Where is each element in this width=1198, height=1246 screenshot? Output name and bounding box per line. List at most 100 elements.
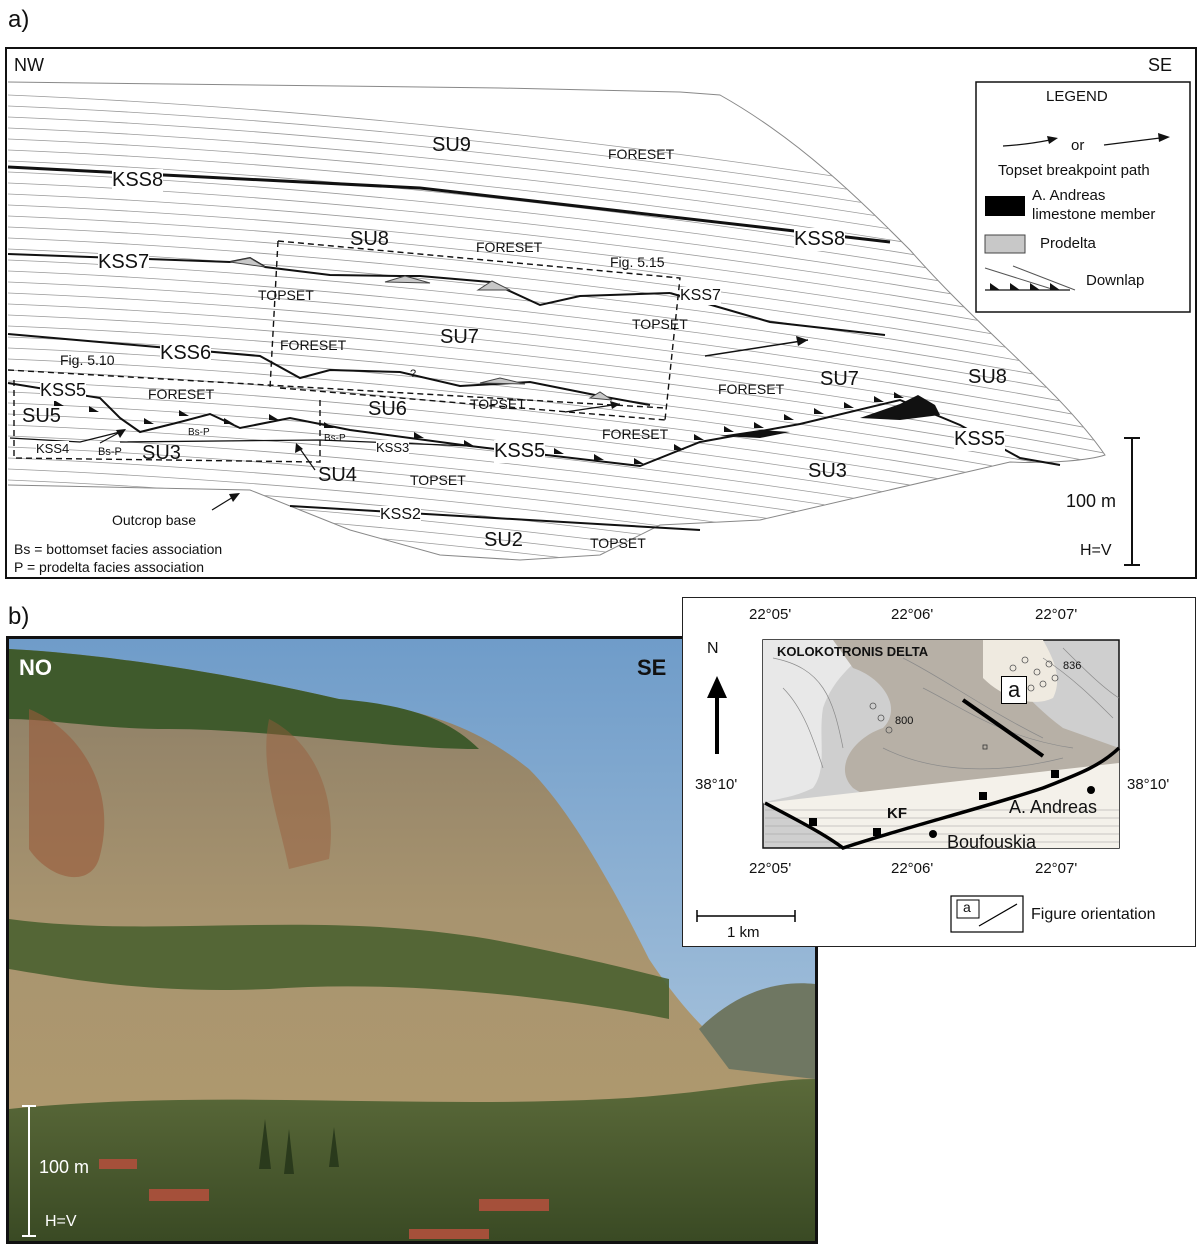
fig-ref-5-10: Fig. 5.10 [60, 352, 115, 368]
section-marker: a [1001, 676, 1028, 704]
facies-topset-su7: TOPSET [632, 316, 688, 332]
facies-topset-su8: TOPSET [258, 287, 314, 303]
surface-kss5-mid: KSS5 [494, 440, 546, 463]
unit-su3: SU3 [142, 442, 181, 464]
unit-su2: SU2 [484, 529, 523, 551]
legend-downlap: Downlap [1086, 272, 1145, 289]
surface-kss2: KSS2 [380, 506, 421, 524]
section-line [961, 698, 1045, 758]
orientation-key-label: Figure orientation [1031, 906, 1156, 923]
unit-su5: SU5 [22, 405, 61, 427]
panel-a-label: a) [8, 6, 30, 33]
town-a-andreas: A. Andreas [1009, 797, 1098, 817]
downlap-marker [894, 392, 904, 398]
scale-ratio: H=V [1080, 542, 1112, 559]
lat-left: 38°10' [695, 776, 738, 793]
photo-scale-bar [22, 1105, 36, 1237]
north-label: N [707, 640, 719, 657]
abbreviation-bs: Bs = bottomset facies association [14, 541, 223, 557]
facies-foreset-su6: FORESET [148, 386, 215, 402]
lon-top-3: 22°07' [1035, 606, 1078, 623]
surface-kss6: KSS6 [160, 342, 212, 365]
prodelta-swatch [984, 234, 1026, 254]
downlap-marker [54, 400, 64, 406]
surface-kss4: KSS4 [36, 441, 70, 456]
unit-su8-right: SU8 [968, 366, 1007, 388]
legend-title: LEGEND [1046, 88, 1108, 105]
downlap-marker [464, 440, 474, 446]
scale-label: 100 m [1066, 491, 1117, 511]
orientation-nw: NW [14, 55, 44, 75]
panel-b-label: b) [8, 603, 30, 630]
unit-su3-right: SU3 [808, 460, 847, 482]
lon-bottom-2: 22°06' [891, 860, 934, 877]
surface-kss5-left: KSS5 [40, 380, 87, 401]
legend-topset-path: Topset breakpoint path [998, 162, 1150, 179]
downlap-marker [844, 402, 854, 408]
downlap-marker [874, 396, 884, 402]
vertical-scale-bar [1124, 437, 1140, 566]
outcrop-photograph: NO SE 100 m H=V [6, 636, 818, 1244]
unit-su8: SU8 [350, 228, 389, 250]
downlap-marker [224, 418, 234, 424]
photo-orientation-no: NO [19, 655, 52, 680]
downlap-marker [144, 418, 154, 424]
surface-kss8-right: KSS8 [794, 228, 846, 251]
bs-p-label: Bs-P [324, 433, 346, 444]
elevation-800: 800 [895, 715, 914, 727]
photo-scale-label: 100 m [39, 1157, 90, 1177]
orientation-key-a: a [963, 899, 971, 915]
downlap-marker [414, 432, 424, 438]
surface-kss7-left: KSS7 [98, 251, 150, 274]
unit-su6: SU6 [368, 398, 407, 420]
surface-kss7-right: KSS7 [680, 287, 721, 305]
north-arrow [707, 676, 727, 754]
photo-scale-ratio: H=V [45, 1213, 77, 1230]
downlap-marker [89, 406, 99, 412]
downlap-marker [634, 458, 644, 464]
lon-top-2: 22°06' [891, 606, 934, 623]
fig-ref-5-15: Fig. 5.15 [610, 254, 665, 270]
lon-bottom-1: 22°05' [749, 860, 792, 877]
downlap-marker [814, 408, 824, 414]
downlap-marker [324, 422, 334, 428]
facies-topset-su6: TOPSET [470, 396, 526, 412]
town-boufouskia: Boufouskia [947, 832, 1037, 852]
unit-su9: SU9 [432, 134, 471, 156]
facies-foreset-su8: FORESET [476, 239, 543, 255]
location-map: KOLOKOTRONIS DELTA N 22°05' 22°06' 22°07… [682, 597, 1196, 947]
facies-foreset-su6-right: FORESET [602, 426, 669, 442]
facies-topset-su2: TOPSET [590, 535, 646, 551]
legend-or: or [1071, 137, 1085, 154]
lat-right: 38°10' [1127, 776, 1170, 793]
facies-foreset-su9: FORESET [608, 146, 675, 162]
downlap-marker [694, 434, 704, 440]
downlap-marker [754, 422, 764, 428]
unit-su7: SU7 [440, 326, 479, 348]
limestone-swatch [985, 196, 1025, 216]
surface-kss3: KSS3 [376, 440, 410, 455]
map-scale-bar [696, 910, 796, 922]
fault-line [764, 746, 1121, 850]
facies-foreset-su7: FORESET [280, 337, 347, 353]
downlap-marker [594, 454, 604, 460]
map-scale-label: 1 km [727, 924, 760, 941]
bs-p-label: Bs-P [188, 427, 210, 438]
abbreviation-p: P = prodelta facies association [14, 559, 205, 575]
downlap-marker [179, 410, 189, 416]
downlap-marker [784, 414, 794, 420]
breakpoint-arrow [796, 336, 808, 346]
elevation-836: 836 [1063, 660, 1082, 672]
lon-top-1: 22°05' [749, 606, 792, 623]
legend-limestone: A. Andreas limestone member [1032, 187, 1156, 223]
map-title: KOLOKOTRONIS DELTA [777, 644, 929, 659]
legend-prodelta: Prodelta [1040, 235, 1096, 252]
downlap-marker [269, 414, 279, 420]
fault-label: KF [887, 805, 907, 822]
facies-topset-su4: TOPSET [410, 472, 466, 488]
lon-bottom-3: 22°07' [1035, 860, 1078, 877]
orientation-se: SE [1148, 55, 1173, 75]
cross-section-diagram [5, 47, 1197, 579]
surface-kss5-right: KSS5 [954, 428, 1006, 451]
downlap-marker [724, 426, 734, 432]
